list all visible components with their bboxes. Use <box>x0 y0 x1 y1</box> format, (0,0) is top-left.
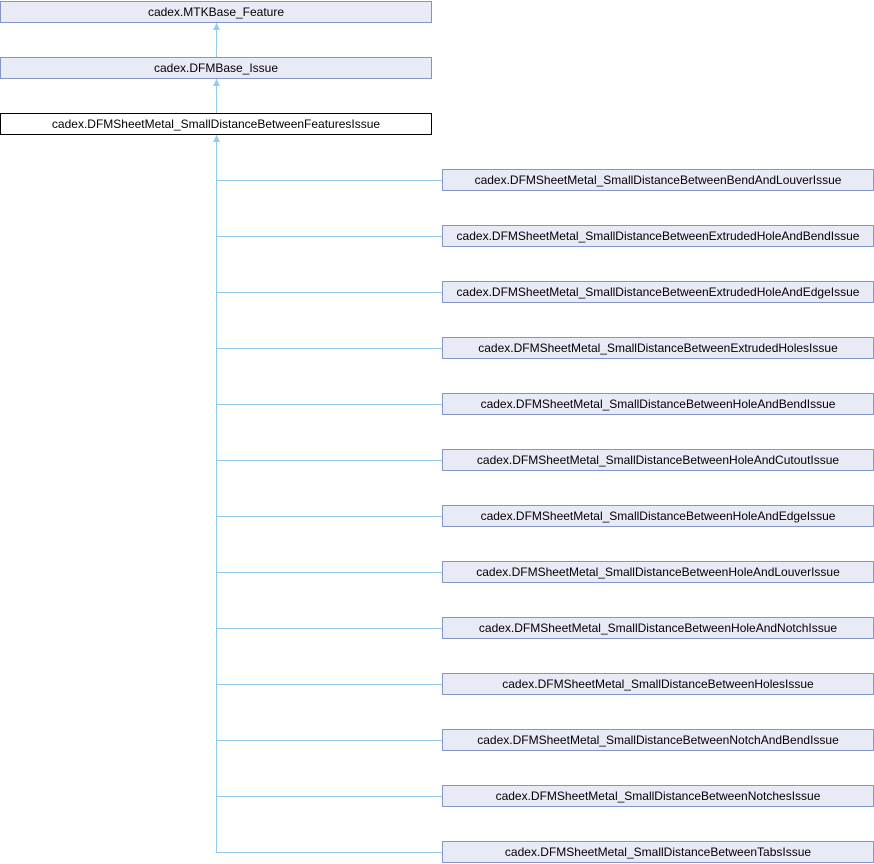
derived-class-node[interactable]: cadex.DFMSheetMetal_SmallDistanceBetween… <box>442 393 874 415</box>
edge-branch-line <box>216 572 442 573</box>
edge-branch-line <box>216 460 442 461</box>
edge-branch-line <box>216 180 442 181</box>
current-class-node: cadex.DFMSheetMetal_SmallDistanceBetween… <box>0 113 432 135</box>
edge-branch-line <box>216 628 442 629</box>
derived-class-node[interactable]: cadex.DFMSheetMetal_SmallDistanceBetween… <box>442 337 874 359</box>
derived-class-node[interactable]: cadex.DFMSheetMetal_SmallDistanceBetween… <box>442 785 874 807</box>
derived-class-node[interactable]: cadex.DFMSheetMetal_SmallDistanceBetween… <box>442 561 874 583</box>
edge-branch-line <box>216 348 442 349</box>
derived-class-node[interactable]: cadex.DFMSheetMetal_SmallDistanceBetween… <box>442 729 874 751</box>
derived-class-node[interactable]: cadex.DFMSheetMetal_SmallDistanceBetween… <box>442 617 874 639</box>
arrowhead-icon <box>213 23 220 30</box>
edge-branch-line <box>216 516 442 517</box>
arrowhead-icon <box>213 135 220 142</box>
derived-class-node[interactable]: cadex.DFMSheetMetal_SmallDistanceBetween… <box>442 225 874 247</box>
edge-branch-line <box>216 404 442 405</box>
derived-class-node[interactable]: cadex.DFMSheetMetal_SmallDistanceBetween… <box>442 505 874 527</box>
edge-line <box>216 23 217 57</box>
edge-branch-line <box>216 852 442 853</box>
edge-branch-line <box>216 292 442 293</box>
edge-branch-line <box>216 740 442 741</box>
derived-class-node[interactable]: cadex.DFMSheetMetal_SmallDistanceBetween… <box>442 673 874 695</box>
edge-branch-line <box>216 796 442 797</box>
edge-branch-line <box>216 236 442 237</box>
base-class-node[interactable]: cadex.MTKBase_Feature <box>0 1 432 23</box>
edge-branch-line <box>216 684 442 685</box>
edge-trunk-line <box>216 135 217 852</box>
parent-class-node[interactable]: cadex.DFMBase_Issue <box>0 57 432 79</box>
derived-class-node[interactable]: cadex.DFMSheetMetal_SmallDistanceBetween… <box>442 281 874 303</box>
derived-class-node[interactable]: cadex.DFMSheetMetal_SmallDistanceBetween… <box>442 841 874 863</box>
edge-line <box>216 79 217 113</box>
derived-class-node[interactable]: cadex.DFMSheetMetal_SmallDistanceBetween… <box>442 449 874 471</box>
arrowhead-icon <box>213 79 220 86</box>
